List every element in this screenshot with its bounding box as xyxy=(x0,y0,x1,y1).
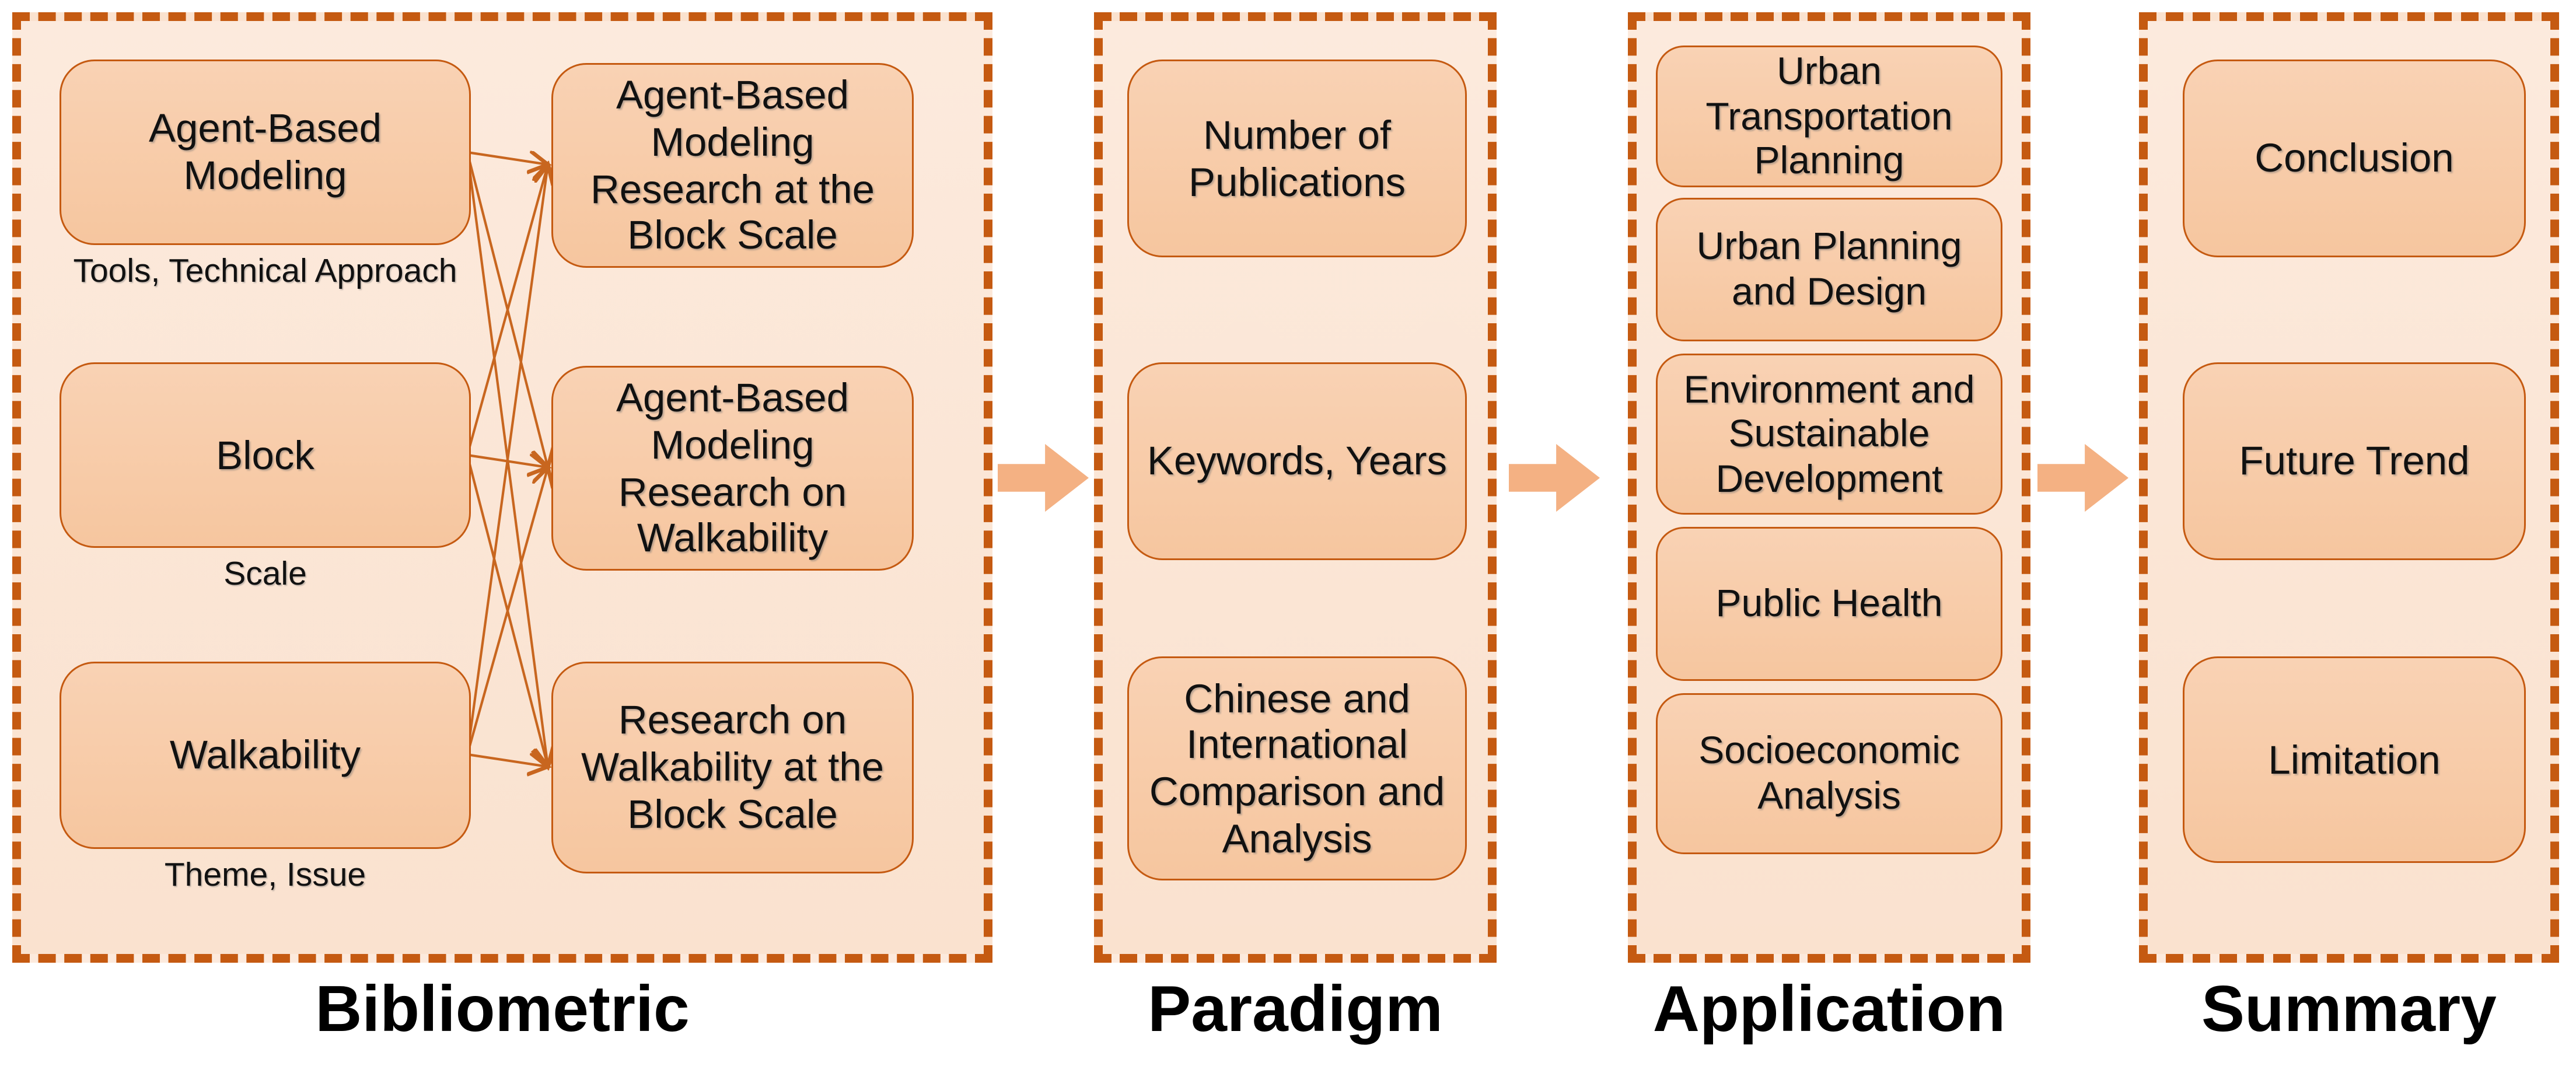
source-caption-theme-issue: Theme, Issue xyxy=(164,858,366,894)
panel-title-bibliometric: Bibliometric xyxy=(315,973,690,1045)
source-box-agent-based-modeling: Agent-Based Modeling xyxy=(60,60,471,245)
connector-line xyxy=(467,152,548,165)
target-box-abm-research-block-scale: Agent-Based Modeling Research at the Blo… xyxy=(551,63,914,268)
panel-bibliometric: Agent-Based Modeling Tools, Technical Ap… xyxy=(12,12,992,963)
connector-line xyxy=(466,165,548,755)
flow-arrow-icon xyxy=(1509,443,1600,512)
paradigm-box-chinese-international-comparison: Chinese and International Comparison and… xyxy=(1127,656,1467,880)
application-box-socioeconomic-analysis: Socioeconomic Analysis xyxy=(1656,693,2002,854)
panel-application: Urban Transportation Planning Urban Plan… xyxy=(1628,12,2030,963)
flow-arrow-icon xyxy=(998,443,1089,512)
target-box-research-walkability-block-scale: Research on Walkability at the Block Sca… xyxy=(551,662,914,873)
panel-title-application: Application xyxy=(1652,973,2006,1045)
application-box-public-health: Public Health xyxy=(1656,527,2002,681)
panel-title-summary: Summary xyxy=(2201,973,2497,1045)
source-caption-tools-technical-approach: Tools, Technical Approach xyxy=(73,254,457,291)
panel-summary: Conclusion Future Trend Limitation xyxy=(2139,12,2559,963)
source-target-connector-lines xyxy=(466,21,984,954)
connector-line xyxy=(467,754,548,767)
flow-arrow-icon xyxy=(2037,443,2128,512)
connector-line xyxy=(466,467,548,755)
summary-box-limitation: Limitation xyxy=(2183,656,2526,863)
application-box-urban-planning-and-design: Urban Planning and Design xyxy=(1656,198,2002,341)
panel-title-paradigm: Paradigm xyxy=(1148,973,1443,1045)
summary-box-future-trend: Future Trend xyxy=(2183,362,2526,560)
paradigm-box-keywords-years: Keywords, Years xyxy=(1127,362,1467,560)
paradigm-box-number-of-publications: Number of Publications xyxy=(1127,60,1467,257)
connector-line xyxy=(466,165,548,456)
application-box-environment-sustainable-development: Environment and Sustainable Development xyxy=(1656,354,2002,515)
source-box-walkability: Walkability xyxy=(60,662,471,849)
application-box-urban-transportation-planning: Urban Transportation Planning xyxy=(1656,46,2002,187)
source-caption-scale: Scale xyxy=(223,557,307,593)
source-box-block: Block xyxy=(60,362,471,548)
summary-box-conclusion: Conclusion xyxy=(2183,60,2526,257)
panel-paradigm: Number of Publications Keywords, Years C… xyxy=(1094,12,1497,963)
target-box-abm-research-walkability: Agent-Based Modeling Research on Walkabi… xyxy=(551,366,914,571)
